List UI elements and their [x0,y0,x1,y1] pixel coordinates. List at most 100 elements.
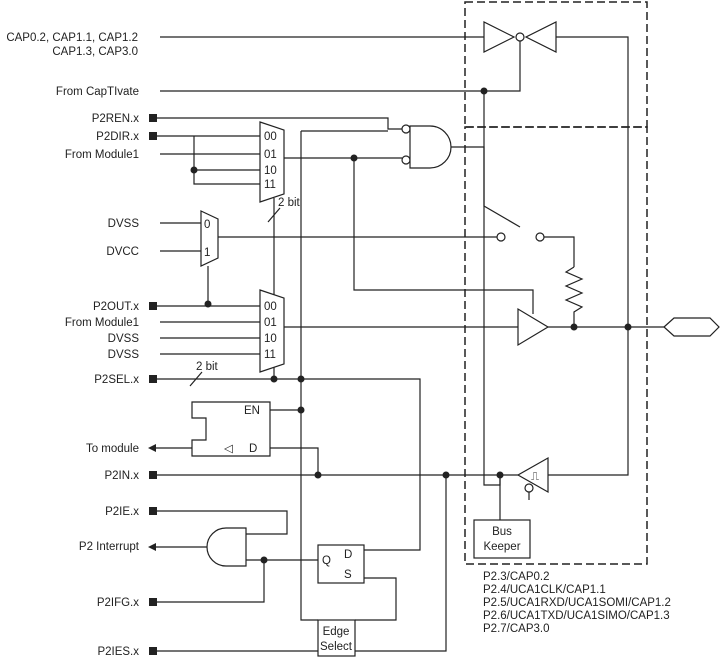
label-dvss-b: DVSS [108,333,140,345]
bus-slash-top [267,207,281,223]
wire-p2sel [157,378,421,551]
wire-p2dir-to-11 [193,136,260,185]
pin-function-4: P2.6/UCA1TXD/UCA1SIMO/CAP1.3 [483,610,670,622]
direction-mux-in0: 00 [264,131,277,143]
output-mux-in2: 10 [264,333,277,345]
p2dir-pin [149,132,157,140]
label-p2ie: P2IE.x [105,506,139,518]
label-p2dir: P2DIR.x [96,131,139,143]
wire-bus-keeper-link [483,91,501,486]
wire-p2ren [157,117,402,130]
label-cap-line1: CAP0.2, CAP1.1, CAP1.2 [6,32,138,44]
p2ies-pin [149,647,157,655]
input-latch-d: D [249,443,257,455]
wire-buffer-enable [353,158,534,314]
interrupt-arrow [148,543,156,551]
flipflop-d: D [344,549,352,561]
label-from-module1-b: From Module1 [65,317,139,329]
direction-mux-bus-label: 2 bit [278,197,301,209]
direction-mux [259,121,285,203]
label-from-captivate: From CapTIvate [56,86,139,98]
label-p2sel: P2SEL.x [94,374,139,386]
output-buffer [517,307,550,347]
schmitt-icon: ⎍ [531,471,540,483]
bus-keeper-block [473,519,531,559]
latch-clock-glyph: ◁ [224,443,234,455]
and-input-bubble-2 [401,155,411,165]
label-p2-interrupt: P2 Interrupt [79,541,140,553]
wire-switch-to-resistor [544,236,575,267]
junction-dir-10 [190,166,198,174]
p2out-pin [149,302,157,310]
p2in-pin [149,471,157,479]
bus-slash-sel [189,371,203,387]
direction-mux-in3: 11 [264,179,276,191]
label-cap-line2: CAP1.3, CAP3.0 [52,46,138,58]
label-dvcc: DVCC [106,246,139,258]
pin-function-3: P2.5/UCA1RXD/UCA1SOMI/CAP1.2 [483,597,671,609]
p2ie-pin [149,507,157,515]
junction-latch-en [297,406,305,414]
wire-latch-input [270,447,319,475]
wire-sel-vertical [300,130,388,621]
direction-mux-in2: 10 [264,165,277,177]
pull-switch-contact-left [496,232,506,242]
transmission-gate-left [483,21,516,53]
wire-p2ie [157,510,288,535]
edge-select-line2: Select [320,641,353,653]
output-mux-in0: 00 [264,301,277,313]
edge-select-line1: Edge [323,626,350,638]
label-p2ifg: P2IFG.x [97,597,139,609]
to-module-arrow [148,444,156,452]
flipflop-s: S [344,569,352,581]
label-p2out: P2OUT.x [93,301,139,313]
label-dvss-a: DVSS [108,218,140,230]
pull-select-mux-in0: 0 [204,219,210,231]
interrupt-and-gate [206,527,247,567]
p2sel-pin [149,375,157,383]
label-to-module: To module [86,443,139,455]
label-from-module1-a: From Module1 [65,149,139,161]
pull-select-mux [200,210,219,267]
and-input-bubble-1 [401,124,411,134]
transmission-gate-bubble [515,32,525,42]
wire-and-to-switch [451,146,521,228]
junction-resistor [570,323,578,331]
junction-sel-mux [270,375,278,383]
wire-p2ifg [157,560,265,603]
direction-mux-in1: 01 [264,149,277,161]
label-p2ies: P2IES.x [97,646,139,657]
junction-captivate-control [480,87,488,95]
bus-keeper-line2: Keeper [483,541,520,553]
pull-switch-contact-right [535,232,545,242]
p2ren-pin [149,114,157,122]
interrupt-flag-flipflop [317,544,365,584]
pin-function-1: P2.3/CAP0.2 [483,571,549,583]
p2ifg-pin [149,598,157,606]
pull-enable-and-gate [409,125,452,169]
flipflop-q: Q [322,555,331,567]
input-latch [191,401,271,457]
junction-p2in-latch [314,471,322,479]
io-pad-dashed-boundary [464,126,648,565]
wire-cap-to-pad [556,36,629,327]
io-pad [663,317,720,337]
wire-pad-to-input-buffer [548,327,629,476]
wire-captivate-control [160,41,521,92]
junction-p2out [204,300,212,308]
output-mux-in3: 11 [264,349,276,361]
pull-resistor [564,266,584,327]
transmission-gate-right [524,21,557,53]
input-latch-en: EN [244,405,260,417]
label-p2ren: P2REN.x [92,113,140,125]
captivate-dashed-boundary [464,1,648,128]
output-mux-in1: 01 [264,317,277,329]
label-dvss-c: DVSS [108,349,140,361]
pull-select-mux-in1: 1 [204,247,210,259]
output-mux-bus-label: 2 bit [196,361,219,373]
edge-select-block [317,619,356,657]
pin-function-2: P2.4/UCA1CLK/CAP1.1 [483,584,606,596]
output-mux [259,289,285,373]
bus-keeper-line1: Bus [492,526,512,538]
